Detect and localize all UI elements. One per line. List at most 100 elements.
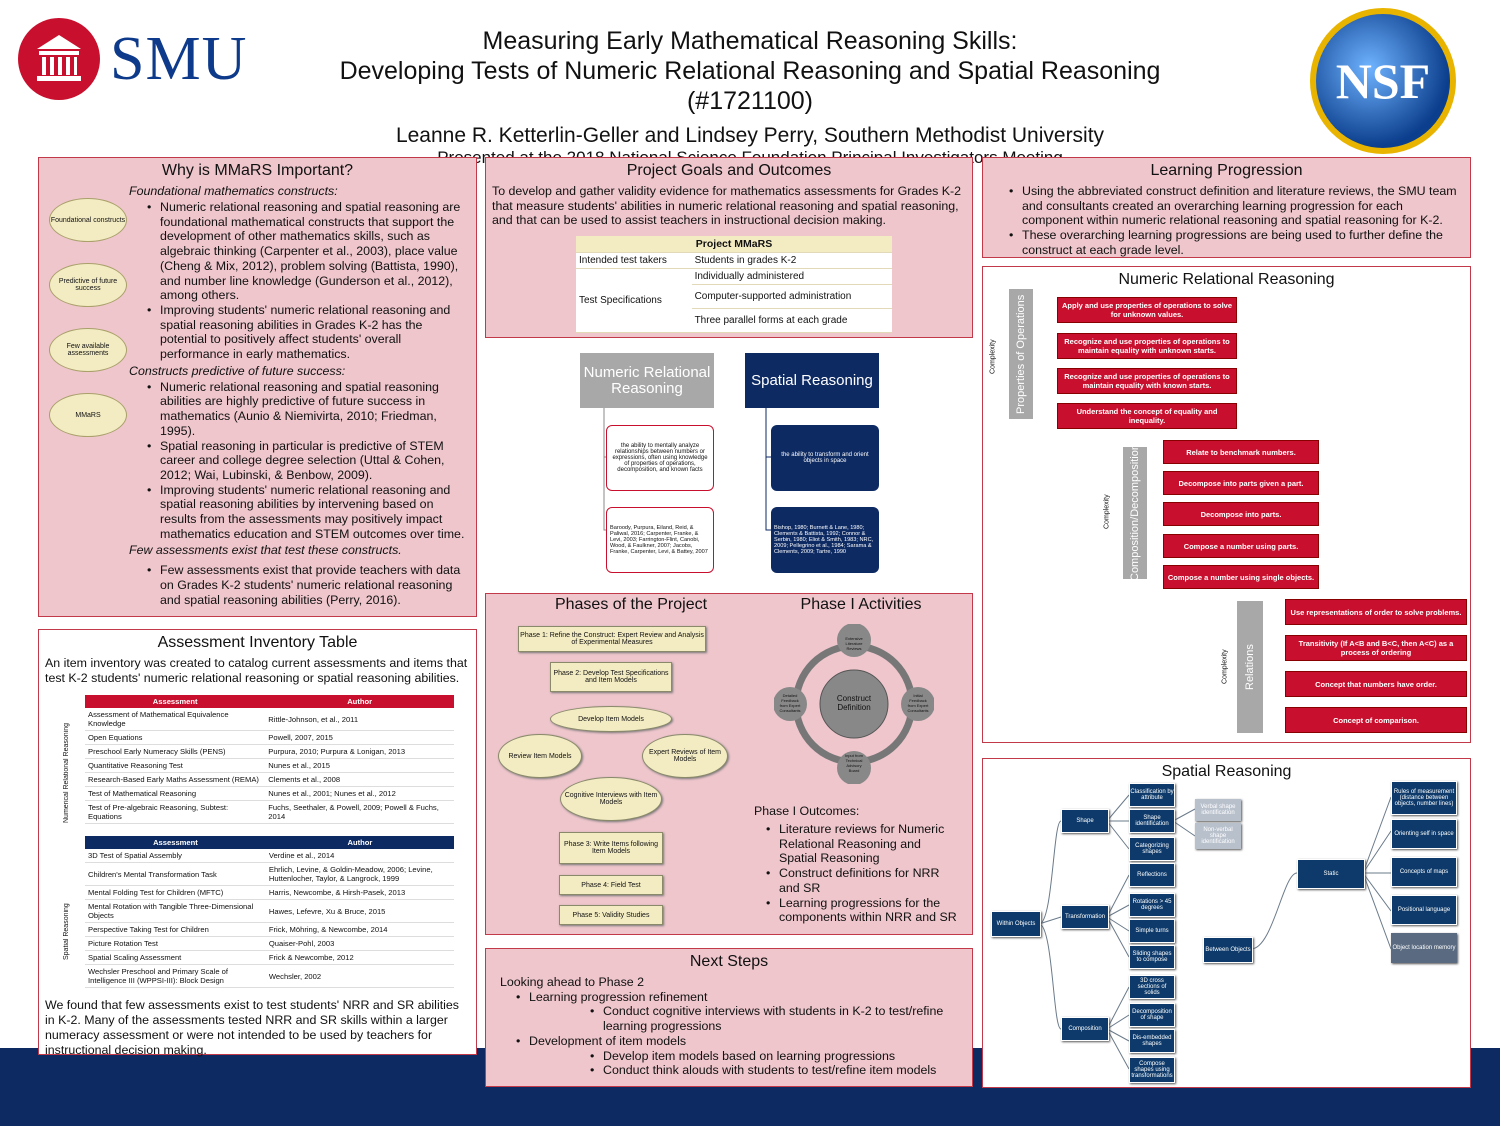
next-list-2: Development of item models [512,1034,966,1049]
table-cell: Quaiser-Pohl, 2003 [265,936,454,952]
goals-text: To develop and gather validity evidence … [492,184,962,228]
tree-link [1038,820,1062,925]
nrr-references: Baroody, Purpura, Eiland, Reid, & Paliwa… [606,507,714,573]
cognitive-interviews: Cognitive Interviews with Item Models [560,777,662,821]
develop-item-models: Develop Item Models [550,706,672,732]
sr-leaf: Rules of measurement (distance between o… [1391,781,1457,815]
complexity-label: Complexity [1103,494,1111,530]
phases-panel: Phases of the Project Phase I Activities… [485,593,973,935]
sr-leaf: Rotations > 45 degrees [1129,893,1175,917]
lp-heading: Learning Progression [1150,162,1303,179]
tree-link [1106,874,1130,958]
sr-leaf: Concepts of maps [1391,857,1457,887]
phase-2-box: Phase 2: Develop Test Specifications and… [550,662,672,692]
table-row: Preschool Early Numeracy Skills (PENS)Pu… [85,744,454,760]
nrr-step: Compose a number using parts. [1163,534,1319,558]
next-steps-panel: Next Steps Looking ahead to Phase 2 Lear… [485,948,973,1087]
table-cell: Perspective Taking Test for Children [85,922,266,938]
table-cell: Wechsler Preschool and Primary Scale of … [85,964,266,989]
table-cell: Purpura, 2010; Purpura & Lonigan, 2013 [265,744,454,760]
group-relations: Relations [1237,601,1263,733]
header-band [0,0,1500,152]
next-bullet: Learning progression refinement [512,990,966,1005]
tree-link [1106,794,1130,850]
why-cycle-diagram: Foundational constructs Predictive of fu… [49,198,139,458]
inventory-panel: Assessment Inventory Table An item inven… [38,629,477,1057]
table-cell: Verdine et al., 2014 [265,849,454,864]
why-list-1: Numeric relational reasoning and spatial… [143,200,470,362]
mmars-table-title: Project MMaRS [576,236,892,254]
table-cell: Rittle-Johnson, et al., 2011 [265,708,454,732]
next-sublist-2: Develop item models based on learning pr… [586,1049,956,1078]
table-cell: Assessment of Mathematical Equivalence K… [85,708,266,732]
nsf-logo: NSF [1310,8,1456,154]
why-bullet: Improving students' numeric relational r… [143,303,470,362]
table-cell: Frick & Newcombe, 2012 [265,950,454,966]
nrr-definition: the ability to mentally analyze relation… [606,425,714,491]
poster-subtitle: Developing Tests of Numeric Relational R… [339,57,1161,115]
cycle-node-left [774,687,807,721]
why-bullet: Spatial reasoning in particular is predi… [143,439,470,483]
sr-transformation: Transformation [1061,905,1109,929]
table-cell: Clements et al., 2008 [265,772,454,788]
sr-connector [765,408,771,531]
sr-leaf: Decomposition of shape [1129,1003,1175,1027]
nrr-step: Transitivity (If A<B and B<C, then A<C) … [1285,635,1467,661]
sr-leaf: Compose shapes using transformations [1129,1057,1175,1083]
next-sublist-1: Conduct cognitive interviews with studen… [586,1004,956,1033]
cycle-item: Predictive of future success [49,263,127,307]
cycle-node-right [901,687,934,721]
smu-logo: SMU [18,18,247,100]
sr-table-label: Spatial Reasoning [63,903,70,961]
table-cell: Children's Mental Transformation Task [85,862,266,887]
cycle-center [819,669,889,739]
inventory-outro: We found that few assessments exist to t… [45,998,459,1057]
sr-leaf: Reflections [1129,863,1175,887]
sr-leaf: Dis-embedded shapes [1129,1029,1175,1053]
tree-link [1362,796,1392,950]
table-cell: 3D Test of Spatial Assembly [85,849,266,864]
next-subbullet: Develop item models based on learning pr… [586,1049,956,1064]
sr-leaf: Non-verbal shape identification [1195,823,1241,849]
outcome-item: Learning progressions for the components… [762,896,962,925]
poster-title: Measuring Early Mathematical Reasoning S… [482,27,1018,55]
why-list-3: Few assessments exist that provide teach… [143,563,470,607]
next-intro: Looking ahead to Phase 2 [500,975,644,989]
phase1-outcomes-title: Phase I Outcomes: [754,804,860,818]
nrr-connector [603,408,606,531]
sr-references: Bishop, 1980; Burnett & Lane, 1980; Clem… [771,507,879,573]
nrr-step: Recognize and use properties of operatio… [1057,368,1237,394]
cycle-label-right: Initial Feedback from Expert Consultants [907,693,929,713]
nrr-table-label: Numerical Relational Reasoning [63,723,70,824]
table-row: Mental Folding Test for Children (MFTC)H… [85,885,454,901]
cycle-node-top [837,624,871,657]
outcome-item: Literature reviews for Numeric Relationa… [762,822,962,866]
cycle-node-bottom [837,751,871,784]
cycle-item: Few available assessments [49,328,127,372]
sr-tree-lines [1038,794,1392,1070]
nrr-step: Concept that numbers have order. [1285,671,1467,697]
table-cell: Individually administered [691,268,892,286]
sr-leaf: Sliding shapes to compose [1129,945,1175,969]
tree-link [1106,986,1130,1070]
phase-1-box: Phase 1: Refine the Construct: Expert Re… [518,626,706,652]
sr-between-objects: Between Objects [1203,937,1253,963]
construct-connectors [603,408,771,531]
expert-reviews: Expert Reviews of Item Models [642,734,728,778]
table-cell: Test Specifications [576,268,692,334]
table-cell: Computer-supported administration [691,284,892,310]
nrr-progression-heading: Numeric Relational Reasoning [1118,271,1335,288]
sr-definition: the ability to transform and orient obje… [771,425,879,491]
col-assessment: Assessment [85,836,266,850]
table-cell: Ehrlich, Levine, & Goldin-Meadow, 2006; … [265,862,454,887]
tree-link [1250,872,1298,950]
sr-composition: Composition [1061,1017,1109,1041]
smu-wordmark: SMU [110,24,248,93]
nrr-step: Decompose into parts. [1163,502,1319,526]
table-cell: Wechsler, 2002 [265,964,454,989]
nrr-construct-title: Numeric Relational Reasoning [580,353,714,408]
